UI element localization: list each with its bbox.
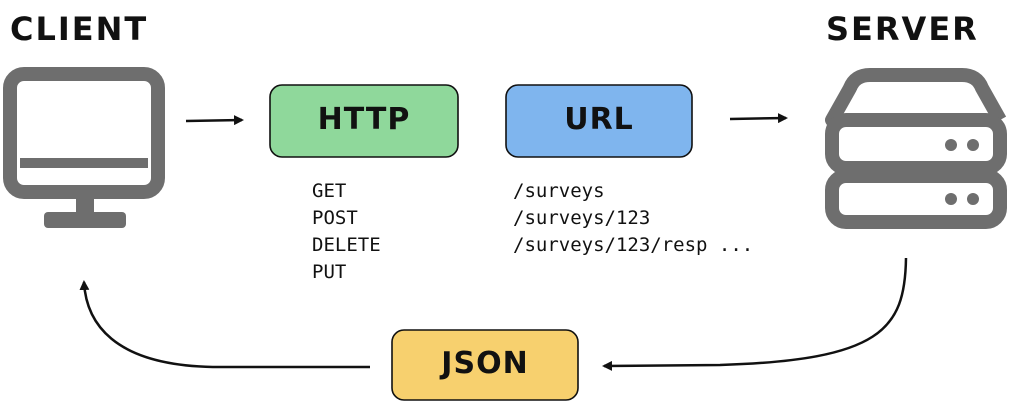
client-title: CLIENT [10, 10, 149, 48]
json-box [391, 329, 579, 401]
http-method: POST [312, 207, 358, 229]
arrow-json-to-client [79, 280, 370, 369]
url-label: URL [564, 102, 634, 137]
url-path: /surveys/123 [513, 207, 651, 229]
url-paths-list: /surveys /surveys/123 /surveys/123/resp … [513, 178, 753, 259]
arrow-client-to-http [185, 115, 244, 126]
http-method: DELETE [312, 234, 381, 256]
http-method: GET [312, 180, 347, 202]
server-title: SERVER [826, 10, 979, 48]
monitor-icon [3, 67, 165, 228]
http-label: HTTP [317, 102, 411, 137]
http-methods-list: GET POST DELETE PUT [312, 178, 381, 286]
json-label: JSON [441, 346, 529, 381]
url-box [505, 84, 693, 158]
http-method: PUT [312, 261, 347, 283]
http-box [269, 84, 459, 158]
arrow-url-to-server [729, 113, 788, 124]
arrow-server-to-json [602, 257, 908, 371]
url-path: /surveys/123/resp ... [513, 234, 754, 256]
url-path: /surveys [513, 180, 605, 202]
server-icon [825, 68, 1007, 229]
